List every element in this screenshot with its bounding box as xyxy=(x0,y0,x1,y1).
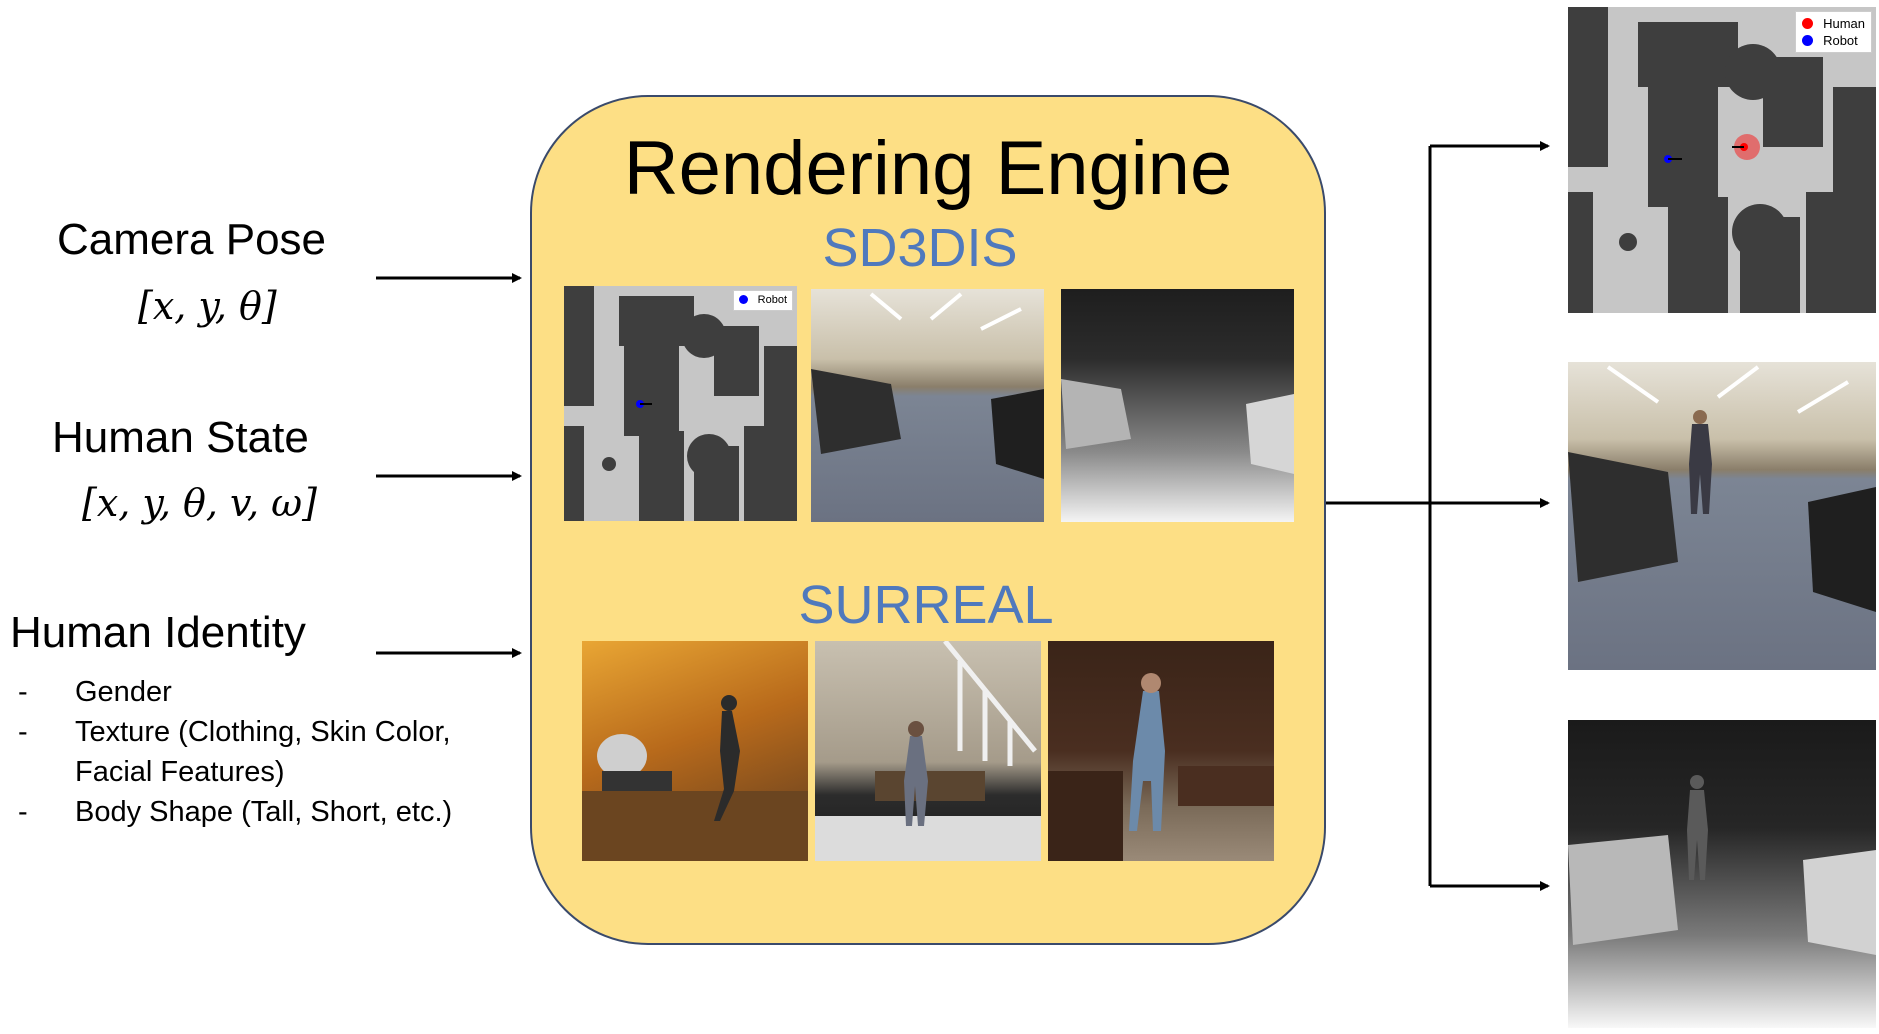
camera-pose-label: Camera Pose xyxy=(57,215,327,264)
human-identity-label: Human Identity xyxy=(10,608,306,657)
sd3dis-occupancy-map: Robot xyxy=(564,286,797,521)
surreal-dark-kitchen-sample xyxy=(1048,641,1274,861)
surreal-label: SURREAL xyxy=(798,575,1054,635)
sd3dis-depth-view xyxy=(1061,289,1294,522)
bullet-item: -Body Shape (Tall, Short, etc.) xyxy=(18,796,453,828)
camera-pose-vector: [x, y, θ] xyxy=(138,284,277,328)
surreal-living-room-sample xyxy=(815,641,1041,861)
rendering-engine-title: Rendering Engine xyxy=(623,126,1233,211)
output-arrows xyxy=(1326,141,1550,891)
input-arrows xyxy=(376,273,522,658)
sd3dis-label: SD3DIS xyxy=(822,218,1018,278)
bullet-item: -Gender xyxy=(18,676,172,708)
human-identity-attributes: -Gender -Texture (Clothing, Skin Color, … xyxy=(18,672,452,832)
bullet-item-continuation: Facial Features) xyxy=(75,756,285,788)
map-legend: Robot xyxy=(732,290,793,311)
surreal-kitchen-sample xyxy=(582,641,808,861)
human-state-vector: [x, y, θ, v, ω] xyxy=(82,481,317,525)
bullet-item: -Texture (Clothing, Skin Color, xyxy=(18,716,451,748)
output-map-legend: Human Robot xyxy=(1795,11,1872,53)
human-state-label: Human State xyxy=(52,413,309,462)
output-depth-with-human xyxy=(1568,720,1876,1028)
sd3dis-rgb-view xyxy=(811,289,1044,522)
output-occupancy-map: Human Robot xyxy=(1568,7,1876,313)
output-rgb-with-human xyxy=(1568,362,1876,670)
